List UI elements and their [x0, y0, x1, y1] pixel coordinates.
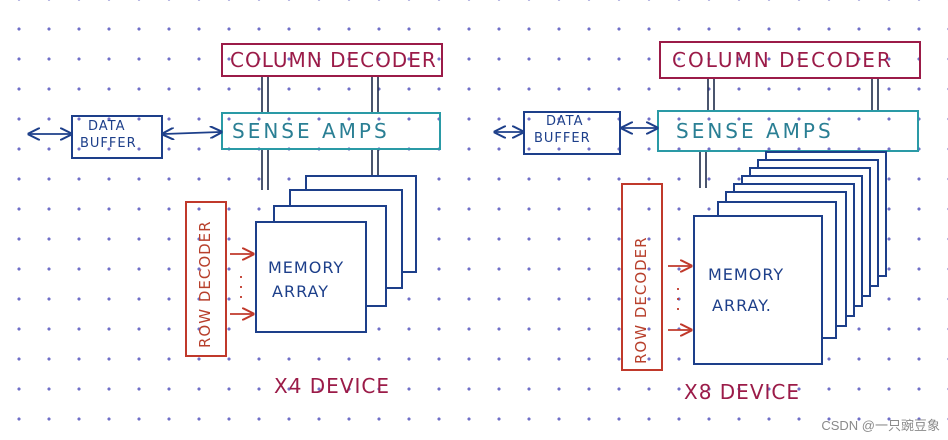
x4-device-label: X4 DEVICE	[274, 374, 391, 398]
watermark-text: CSDN @一只豌豆象	[821, 418, 940, 433]
x4-data-buffer-label-line2: BUFFER	[80, 136, 137, 151]
x8-device	[496, 41, 921, 371]
decoder-sense-connectors	[707, 79, 879, 110]
row-decoder-box	[621, 183, 663, 371]
buffer-sense-arrow	[164, 132, 220, 134]
column-decoder-box	[659, 41, 921, 79]
x4-memory-array-label-line1: MEMORY	[268, 258, 345, 277]
x8-data-buffer-label-line2: BUFFER	[534, 131, 591, 146]
decoder-sense-connectors	[261, 77, 379, 112]
x4-device	[30, 43, 443, 357]
row-decoder-box	[185, 201, 227, 357]
x8-row-decoder-label: ROW DECODER	[632, 236, 650, 364]
x4-memory-array-label-line2: ARRAY	[272, 282, 330, 301]
x8-memory-array-label-line2: ARRAY.	[712, 296, 772, 315]
x4-column-decoder-label: COLUMN DECODER	[230, 48, 437, 72]
x4-data-buffer-label-line1: DATA	[88, 119, 126, 134]
x8-device-label: X8 DEVICE	[684, 380, 801, 404]
memory-array-stack	[693, 151, 887, 365]
x8-column-decoder-label: COLUMN DECODER	[672, 48, 893, 72]
memory-array-stack	[255, 175, 417, 333]
column-decoder-box	[221, 43, 443, 77]
x4-sense-amps-label: SENSE AMPS	[232, 119, 390, 143]
row-decoder-arrows	[668, 266, 690, 330]
x8-sense-amps-label: SENSE AMPS	[676, 119, 834, 143]
x8-memory-array-label-line1: MEMORY	[708, 265, 785, 284]
row-decoder-arrows	[230, 254, 252, 314]
x8-data-buffer-label-line1: DATA	[546, 114, 584, 129]
sense-array-connectors	[699, 152, 707, 188]
x4-row-decoder-label: ROW DECODER	[196, 220, 214, 348]
